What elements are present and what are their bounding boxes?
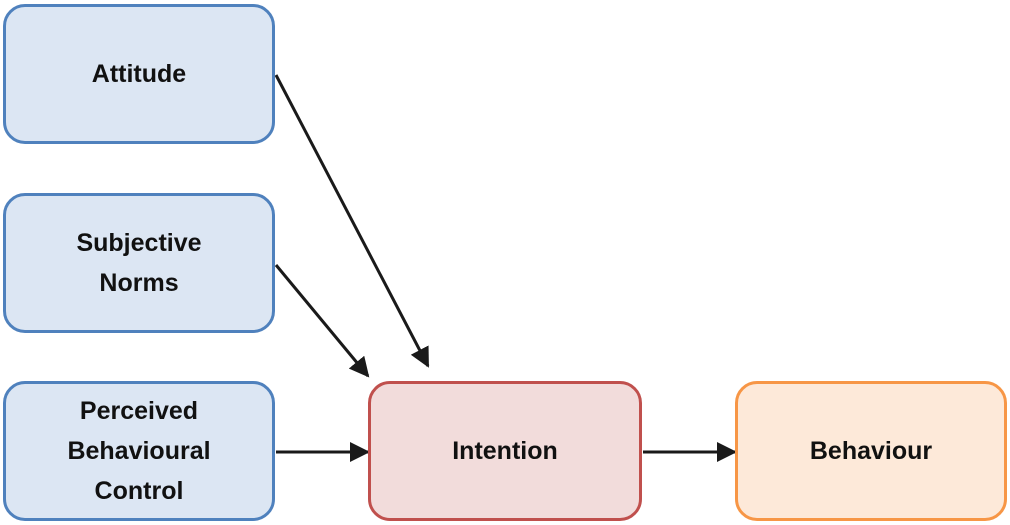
node-behaviour: Behaviour	[735, 381, 1007, 521]
node-attitude-label: Attitude	[91, 60, 187, 88]
node-perceived-behavioural-control: Perceived Behavioural Control	[3, 381, 275, 521]
node-perceived-behavioural-control-label: Perceived Behavioural Control	[67, 397, 211, 505]
node-intention: Intention	[368, 381, 642, 521]
node-intention-label: Intention	[452, 437, 558, 465]
arrow-attitude-to-intention	[274, 74, 430, 368]
node-subjective-norms-label: Subjective Norms	[76, 229, 202, 297]
node-behaviour-label: Behaviour	[809, 437, 933, 465]
arrow-subjective-norms-to-intention	[274, 264, 370, 378]
node-attitude: Attitude	[3, 4, 275, 144]
node-subjective-norms: Subjective Norms	[3, 193, 275, 333]
